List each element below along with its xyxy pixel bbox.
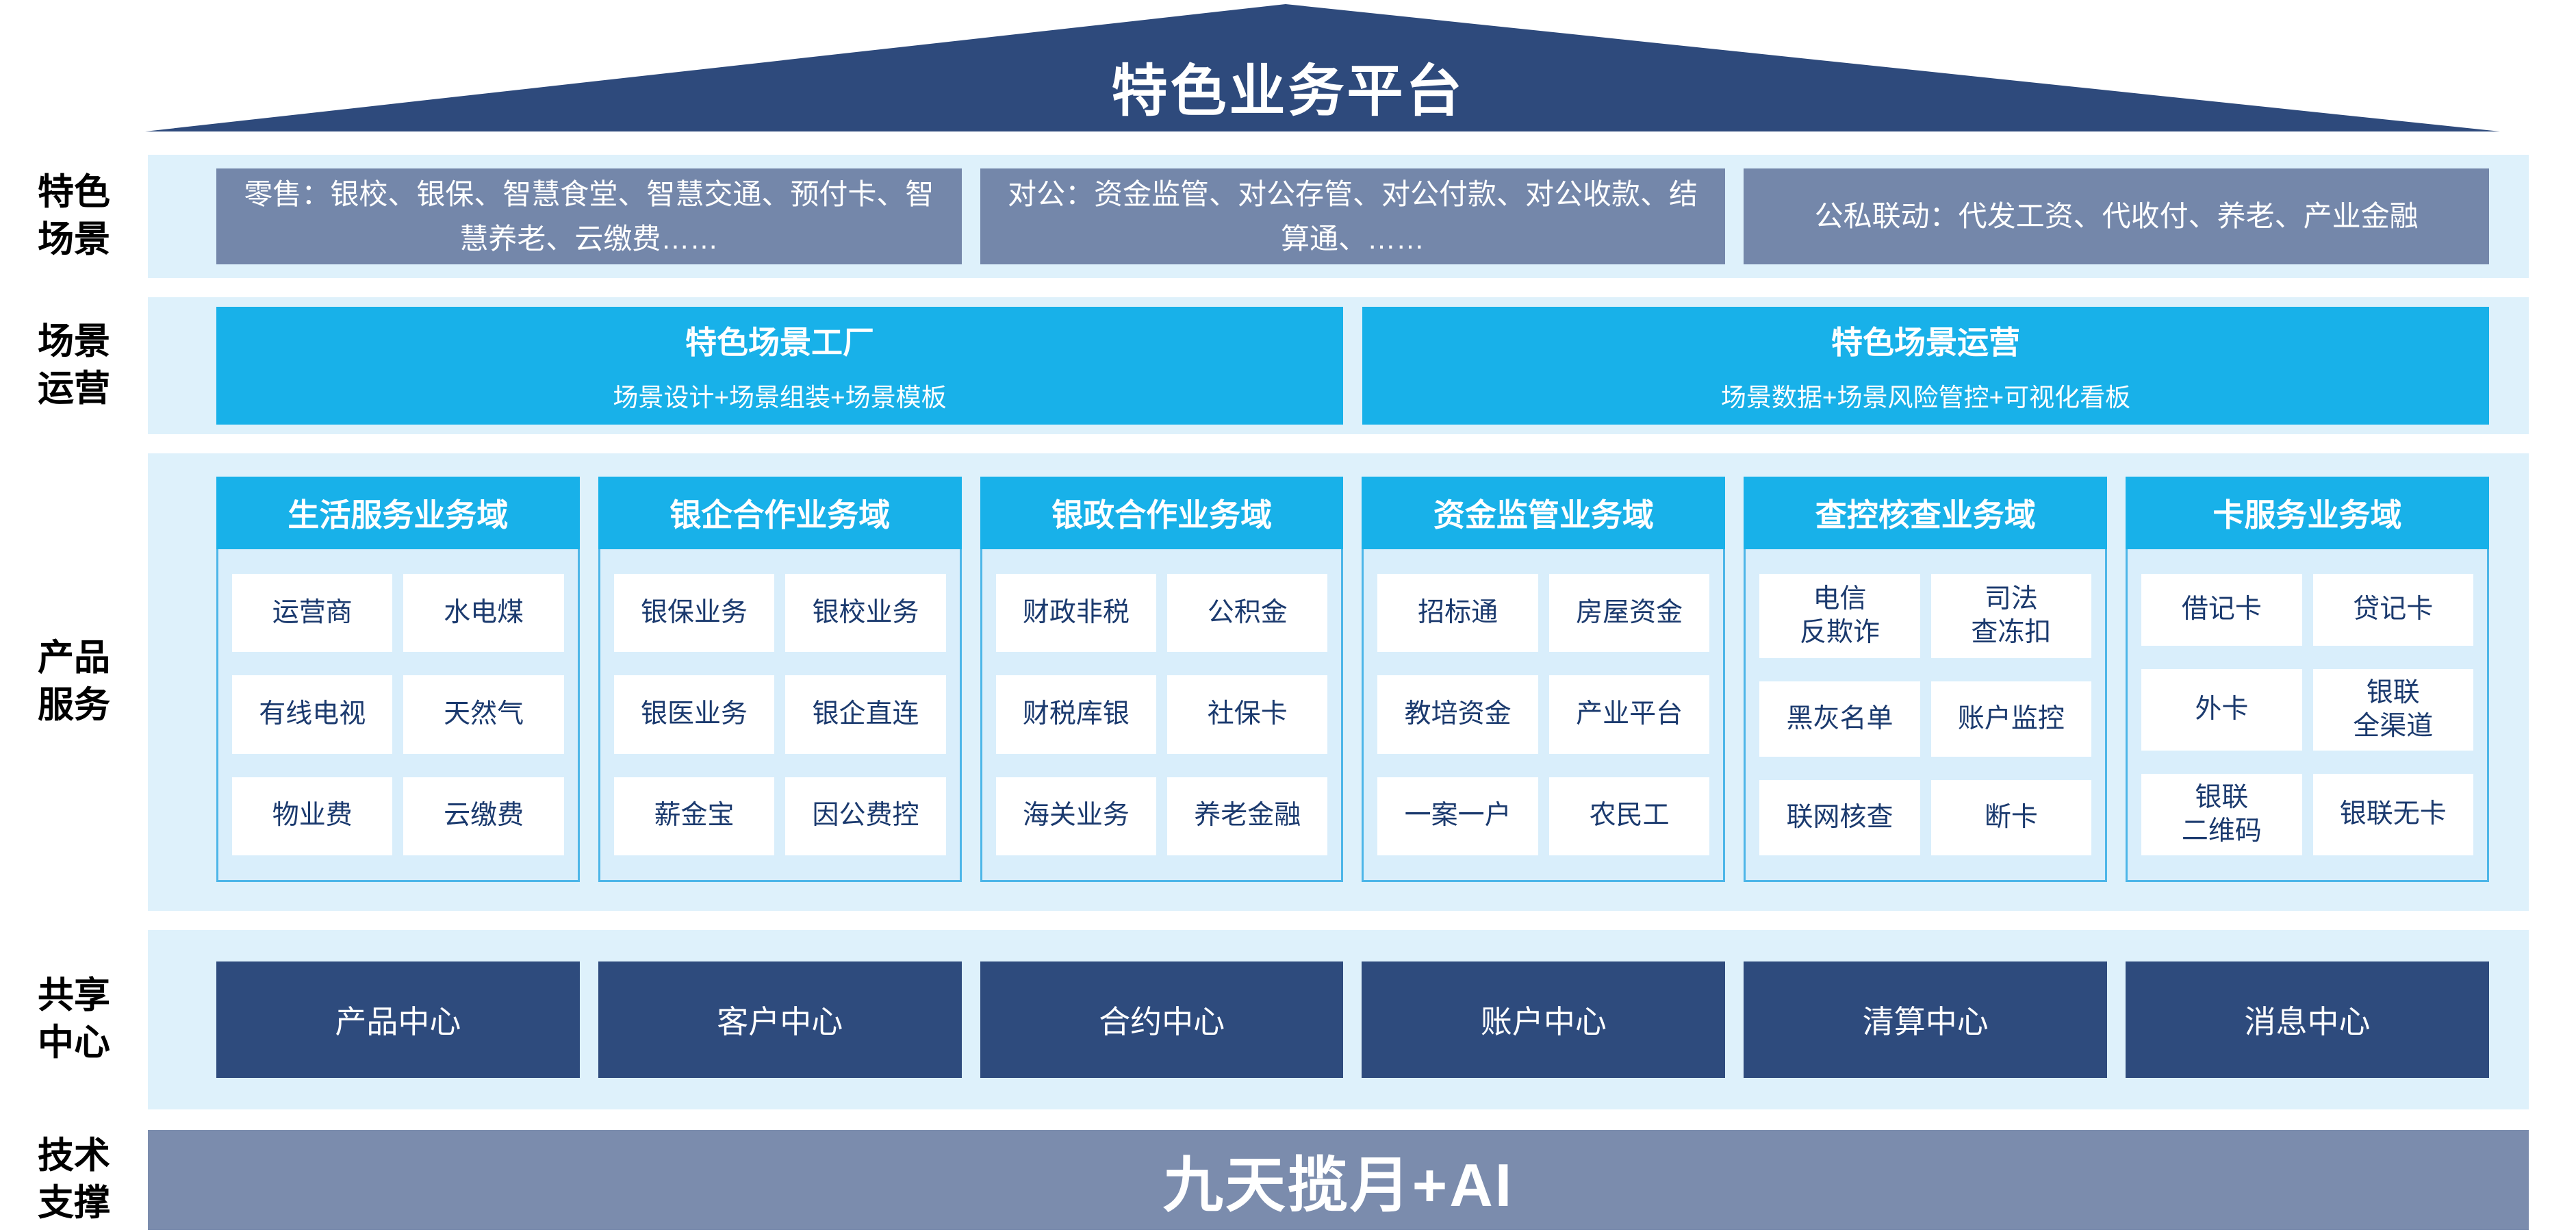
row-label-tech: 技术 支撑	[38, 1135, 110, 1223]
row-label-gutter: 场景 运营	[0, 297, 148, 434]
product-cell: 云缴费	[403, 777, 564, 855]
roof-shape	[145, 4, 2500, 131]
product-cell: 因公费控	[785, 777, 946, 855]
operations-box-subtitle: 场景数据+场景风险管控+可视化看板	[1720, 384, 2131, 412]
product-cell: 一案一户	[1377, 777, 1538, 855]
product-cell: 海关业务	[995, 777, 1157, 855]
product-cell: 外卡	[2141, 669, 2302, 751]
row-share-centers: 共享 中心 产品中心客户中心合约中心账户中心清算中心消息中心	[0, 930, 2576, 1109]
business-domain-header: 查控核查业务域	[1744, 477, 2108, 549]
product-cell: 银企直连	[785, 675, 946, 754]
scene-box: 零售：银校、银保、智慧食堂、智慧交通、预付卡、智慧养老、云缴费……	[216, 168, 962, 264]
platform-roof: 特色业务平台	[0, 0, 2576, 137]
business-domain-body: 运营商水电煤有线电视天然气物业费云缴费	[216, 549, 580, 882]
scene-box: 公私联动：代发工资、代收付、养老、产业金融	[1744, 168, 2490, 264]
page-title: 特色业务平台	[1111, 60, 1465, 123]
row-label-gutter: 共享 中心	[0, 930, 148, 1109]
product-cell: 贷记卡	[2312, 574, 2473, 646]
row-label-gutter: 特色 场景	[0, 155, 148, 278]
business-domain-body: 借记卡贷记卡外卡银联 全渠道银联 二维码银联无卡	[2126, 549, 2489, 882]
product-cell: 银校业务	[785, 574, 946, 653]
product-cell: 黑灰名单	[1759, 681, 1920, 757]
product-cell: 薪金宝	[613, 777, 775, 855]
business-domain-header: 资金监管业务域	[1362, 477, 1726, 549]
share-center-box: 账户中心	[1362, 961, 1726, 1078]
product-cell: 有线电视	[232, 675, 393, 754]
product-cell: 司法 查冻扣	[1930, 574, 2092, 659]
business-domain-header: 卡服务业务域	[2126, 477, 2489, 549]
product-cell: 社保卡	[1167, 675, 1328, 754]
row-scene-operations: 场景 运营 特色场景工厂场景设计+场景组装+场景模板特色场景运营场景数据+场景风…	[0, 297, 2576, 434]
product-cell: 银联无卡	[2312, 774, 2473, 855]
share-center-box: 消息中心	[2126, 961, 2489, 1078]
row-tech-support: 技术 支撑 九天揽月+AI	[0, 1130, 2576, 1230]
product-cell: 银保业务	[613, 574, 775, 653]
operations-box: 特色场景运营场景数据+场景风险管控+可视化看板	[1362, 307, 2489, 425]
row-label-gutter: 技术 支撑	[0, 1130, 148, 1230]
product-cell: 借记卡	[2141, 574, 2302, 646]
row-label-scenes: 特色 场景	[38, 172, 110, 260]
product-cell: 电信 反欺诈	[1759, 574, 1920, 659]
business-domain-body: 银保业务银校业务银医业务银企直连薪金宝因公费控	[598, 549, 962, 882]
share-center-box: 产品中心	[216, 961, 580, 1078]
operations-band: 特色场景工厂场景设计+场景组装+场景模板特色场景运营场景数据+场景风险管控+可视…	[148, 297, 2529, 434]
row-label-operations: 场景 运营	[38, 321, 110, 409]
product-cell: 财税库银	[995, 675, 1157, 754]
domains-band: 生活服务业务域运营商水电煤有线电视天然气物业费云缴费银企合作业务域银保业务银校业…	[148, 453, 2529, 911]
business-domain-header: 银政合作业务域	[980, 477, 1344, 549]
product-cell: 招标通	[1377, 574, 1538, 653]
row-special-scenes: 特色 场景 零售：银校、银保、智慧食堂、智慧交通、预付卡、智慧养老、云缴费……对…	[0, 155, 2576, 278]
operations-box: 特色场景工厂场景设计+场景组装+场景模板	[216, 307, 1343, 425]
business-domain: 资金监管业务域招标通房屋资金教培资金产业平台一案一户农民工	[1362, 477, 1726, 882]
row-label-products: 产品 服务	[38, 638, 110, 725]
business-domain-header: 银企合作业务域	[598, 477, 962, 549]
row-product-services: 产品 服务 生活服务业务域运营商水电煤有线电视天然气物业费云缴费银企合作业务域银…	[0, 453, 2576, 911]
product-cell: 断卡	[1930, 780, 2092, 855]
product-cell: 公积金	[1167, 574, 1328, 653]
business-domain: 查控核查业务域电信 反欺诈司法 查冻扣黑灰名单账户监控联网核查断卡	[1744, 477, 2108, 882]
business-domain: 卡服务业务域借记卡贷记卡外卡银联 全渠道银联 二维码银联无卡	[2126, 477, 2489, 882]
operations-box-title: 特色场景运营	[1831, 325, 2020, 360]
business-domain-body: 招标通房屋资金教培资金产业平台一案一户农民工	[1362, 549, 1726, 882]
business-domain: 银企合作业务域银保业务银校业务银医业务银企直连薪金宝因公费控	[598, 477, 962, 882]
product-cell: 物业费	[232, 777, 393, 855]
product-cell: 财政非税	[995, 574, 1157, 653]
row-label-gutter: 产品 服务	[0, 453, 148, 911]
product-cell: 水电煤	[403, 574, 564, 653]
business-domain-body: 财政非税公积金财税库银社保卡海关业务养老金融	[980, 549, 1344, 882]
operations-box-subtitle: 场景设计+场景组装+场景模板	[613, 384, 947, 412]
scene-band: 零售：银校、银保、智慧食堂、智慧交通、预付卡、智慧养老、云缴费……对公：资金监管…	[148, 155, 2529, 278]
product-cell: 银联 二维码	[2141, 774, 2302, 855]
product-cell: 联网核查	[1759, 780, 1920, 855]
product-cell: 产业平台	[1548, 675, 1710, 754]
business-domain: 银政合作业务域财政非税公积金财税库银社保卡海关业务养老金融	[980, 477, 1344, 882]
share-center-box: 客户中心	[598, 961, 962, 1078]
tech-bar-label: 九天揽月+AI	[1162, 1151, 1514, 1219]
product-cell: 银联 全渠道	[2312, 669, 2473, 751]
tech-bar: 九天揽月+AI	[148, 1130, 2529, 1230]
product-cell: 运营商	[232, 574, 393, 653]
share-center-box: 清算中心	[1744, 961, 2108, 1078]
row-label-share: 共享 中心	[38, 975, 110, 1063]
centers-band: 产品中心客户中心合约中心账户中心清算中心消息中心	[148, 930, 2529, 1109]
business-domain: 生活服务业务域运营商水电煤有线电视天然气物业费云缴费	[216, 477, 580, 882]
business-domain-body: 电信 反欺诈司法 查冻扣黑灰名单账户监控联网核查断卡	[1744, 549, 2108, 882]
product-cell: 养老金融	[1167, 777, 1328, 855]
product-cell: 天然气	[403, 675, 564, 754]
scene-box: 对公：资金监管、对公存管、对公付款、对公收款、结算通、……	[980, 168, 1726, 264]
product-cell: 教培资金	[1377, 675, 1538, 754]
product-cell: 账户监控	[1930, 681, 2092, 757]
product-cell: 房屋资金	[1548, 574, 1710, 653]
product-cell: 银医业务	[613, 675, 775, 754]
product-cell: 农民工	[1548, 777, 1710, 855]
operations-box-title: 特色场景工厂	[685, 325, 874, 360]
share-center-box: 合约中心	[980, 961, 1344, 1078]
business-domain-header: 生活服务业务域	[216, 477, 580, 549]
